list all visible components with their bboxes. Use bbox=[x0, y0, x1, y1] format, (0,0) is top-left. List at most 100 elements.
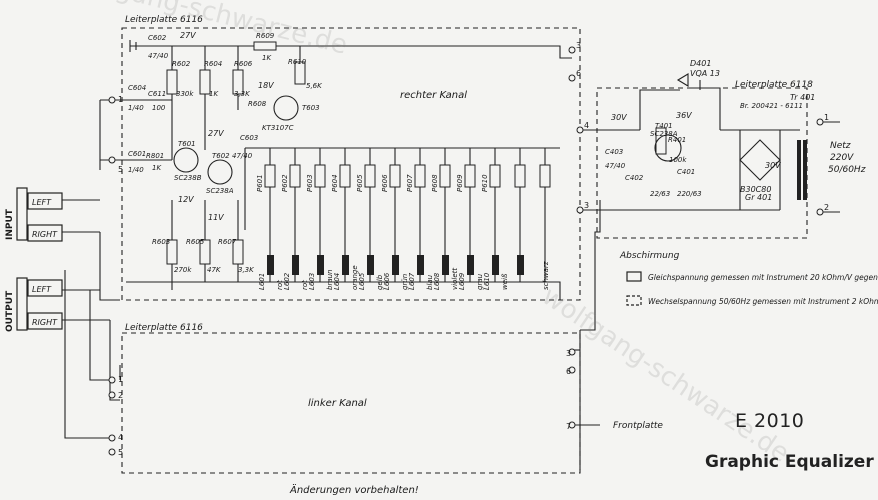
band-pot-label: P601 bbox=[256, 174, 264, 192]
mains-label-1: 220V bbox=[830, 153, 854, 163]
input-left-label: LEFT bbox=[32, 198, 52, 207]
rectifier-label-0: Gr 401 bbox=[745, 193, 772, 202]
cap-value: 1/40 bbox=[128, 166, 144, 174]
transistor-label: T601 bbox=[178, 140, 196, 148]
output-left-label: LEFT bbox=[32, 285, 52, 294]
cap-label: C611 bbox=[148, 90, 166, 98]
resistor-value: 1K bbox=[152, 164, 162, 172]
voltage-label: 27V bbox=[208, 129, 224, 138]
band-color-label: rot bbox=[301, 280, 309, 290]
legend-ac-text: Wechselspannung 50/60Hz gemessen mit Ins… bbox=[648, 297, 878, 306]
front-panel-label: Frontplatte bbox=[613, 421, 663, 431]
output-right-label: RIGHT bbox=[32, 318, 58, 327]
pin-number: 7 bbox=[566, 422, 571, 431]
resistor-value: 270k bbox=[174, 266, 192, 274]
band-color-label: orange bbox=[351, 265, 359, 290]
cap-value: 220/63 bbox=[677, 190, 702, 198]
board-left-outline bbox=[121, 332, 581, 474]
resistor-label: R603 bbox=[152, 238, 170, 246]
board-right-label: Leiterplatte 6116 bbox=[125, 15, 203, 25]
pin-number: 1 bbox=[118, 95, 123, 104]
board-right-outline bbox=[121, 27, 581, 301]
transistor-label: T603 bbox=[302, 104, 320, 112]
voltage-label: 36V bbox=[676, 111, 692, 120]
band-color-label: gelb bbox=[376, 274, 384, 290]
cap-label: C604 bbox=[128, 84, 146, 92]
resistor-label: R605 bbox=[186, 238, 205, 246]
cap-label: C401 bbox=[677, 168, 695, 176]
resistor-label: R401 bbox=[668, 136, 686, 144]
band-pot-label: P606 bbox=[381, 174, 389, 192]
band-pot-label: P608 bbox=[431, 174, 439, 192]
transistor-label: KT3107C bbox=[262, 124, 294, 132]
band-color-label: violett bbox=[451, 268, 459, 290]
voltage-label: 11V bbox=[208, 213, 224, 222]
pin-number: 2 bbox=[824, 203, 829, 212]
band-color-label: grün bbox=[401, 274, 409, 290]
cap-value: 100 bbox=[152, 104, 166, 112]
band-coil-label: L607 bbox=[408, 272, 416, 290]
band-color-label: rot bbox=[276, 280, 284, 290]
band-pot-label: P604 bbox=[331, 174, 339, 192]
band-pot-label: P605 bbox=[356, 174, 364, 192]
cap-label: C402 bbox=[625, 174, 644, 182]
voltage-label: 18V bbox=[258, 81, 274, 90]
band-pot-label: P609 bbox=[456, 174, 464, 192]
channel-left-label: linker Kanal bbox=[308, 398, 367, 409]
transistor-label: T602 bbox=[212, 152, 230, 160]
cap-value: 1/40 bbox=[128, 104, 144, 112]
pin-number: 6 bbox=[576, 69, 581, 78]
mains-label-0: Netz bbox=[830, 141, 851, 151]
pin-number: 1 bbox=[824, 113, 829, 122]
diagram-title: E 2010 bbox=[735, 410, 805, 432]
resistor-label: R801 bbox=[146, 152, 164, 160]
pin-number: 4 bbox=[118, 433, 123, 442]
band-coil-label: L602 bbox=[283, 272, 291, 290]
cap-value: 47/40 bbox=[605, 162, 626, 170]
resistor-value: 1K bbox=[209, 90, 219, 98]
band-pot-label: P602 bbox=[281, 174, 289, 192]
band-coil-label: L608 bbox=[433, 272, 441, 290]
band-color-label: braun bbox=[326, 270, 334, 290]
resistor-value: 5,6K bbox=[306, 82, 323, 90]
resistor-value: 1K bbox=[262, 54, 272, 62]
band-coil-label: L603 bbox=[308, 273, 316, 290]
board-psu-label: Leiterplatte 6118 bbox=[735, 80, 813, 90]
resistor-value: 100k bbox=[669, 156, 687, 164]
band-color-label: blau bbox=[426, 274, 434, 290]
pin-number: 6 bbox=[566, 367, 571, 376]
resistor-label: R606 bbox=[234, 60, 253, 68]
pin-number: 5 bbox=[118, 448, 123, 457]
resistor-label: R604 bbox=[204, 60, 222, 68]
band-coil-label: L605 bbox=[358, 272, 366, 290]
transistor-label: T401 bbox=[655, 122, 673, 130]
cap-value: 47/40 bbox=[148, 52, 169, 60]
band-color-label: weiß bbox=[501, 273, 509, 290]
resistor-label: R609 bbox=[256, 32, 275, 40]
band-coil-label: L606 bbox=[383, 272, 391, 290]
transistor-label: SC238A bbox=[650, 130, 678, 138]
note-changes: Änderungen vorbehalten! bbox=[289, 483, 419, 496]
shielding-label: Abschirmung bbox=[619, 251, 680, 261]
cap-value: 47/40 bbox=[232, 152, 253, 160]
resistor-value: 3,3K bbox=[234, 90, 251, 98]
pin-number: 3 bbox=[576, 41, 581, 50]
resistor-label: R602 bbox=[172, 60, 191, 68]
pin-number: 1 bbox=[118, 375, 123, 384]
led-label-1: VQA 13 bbox=[690, 69, 720, 78]
transformer-label-1: Br. 200421 - 6111 bbox=[740, 102, 803, 110]
voltage-label: 30V bbox=[765, 161, 781, 170]
transformer-label-0: Tr 401 bbox=[790, 93, 815, 102]
band-color-label: schwarz bbox=[542, 261, 550, 290]
cap-label: C601 bbox=[128, 150, 146, 158]
pin-number: 4 bbox=[584, 121, 589, 130]
band-coil-label: L610 bbox=[483, 272, 491, 290]
voltage-label: 12V bbox=[178, 195, 194, 204]
band-pot-label: P610 bbox=[481, 174, 489, 192]
board-left-label: Leiterplatte 6116 bbox=[125, 323, 203, 333]
pin-number: 5 bbox=[118, 165, 123, 174]
band-color-label: grau bbox=[476, 273, 484, 290]
cap-label: C603 bbox=[240, 134, 258, 142]
resistor-label: R610 bbox=[288, 58, 307, 66]
